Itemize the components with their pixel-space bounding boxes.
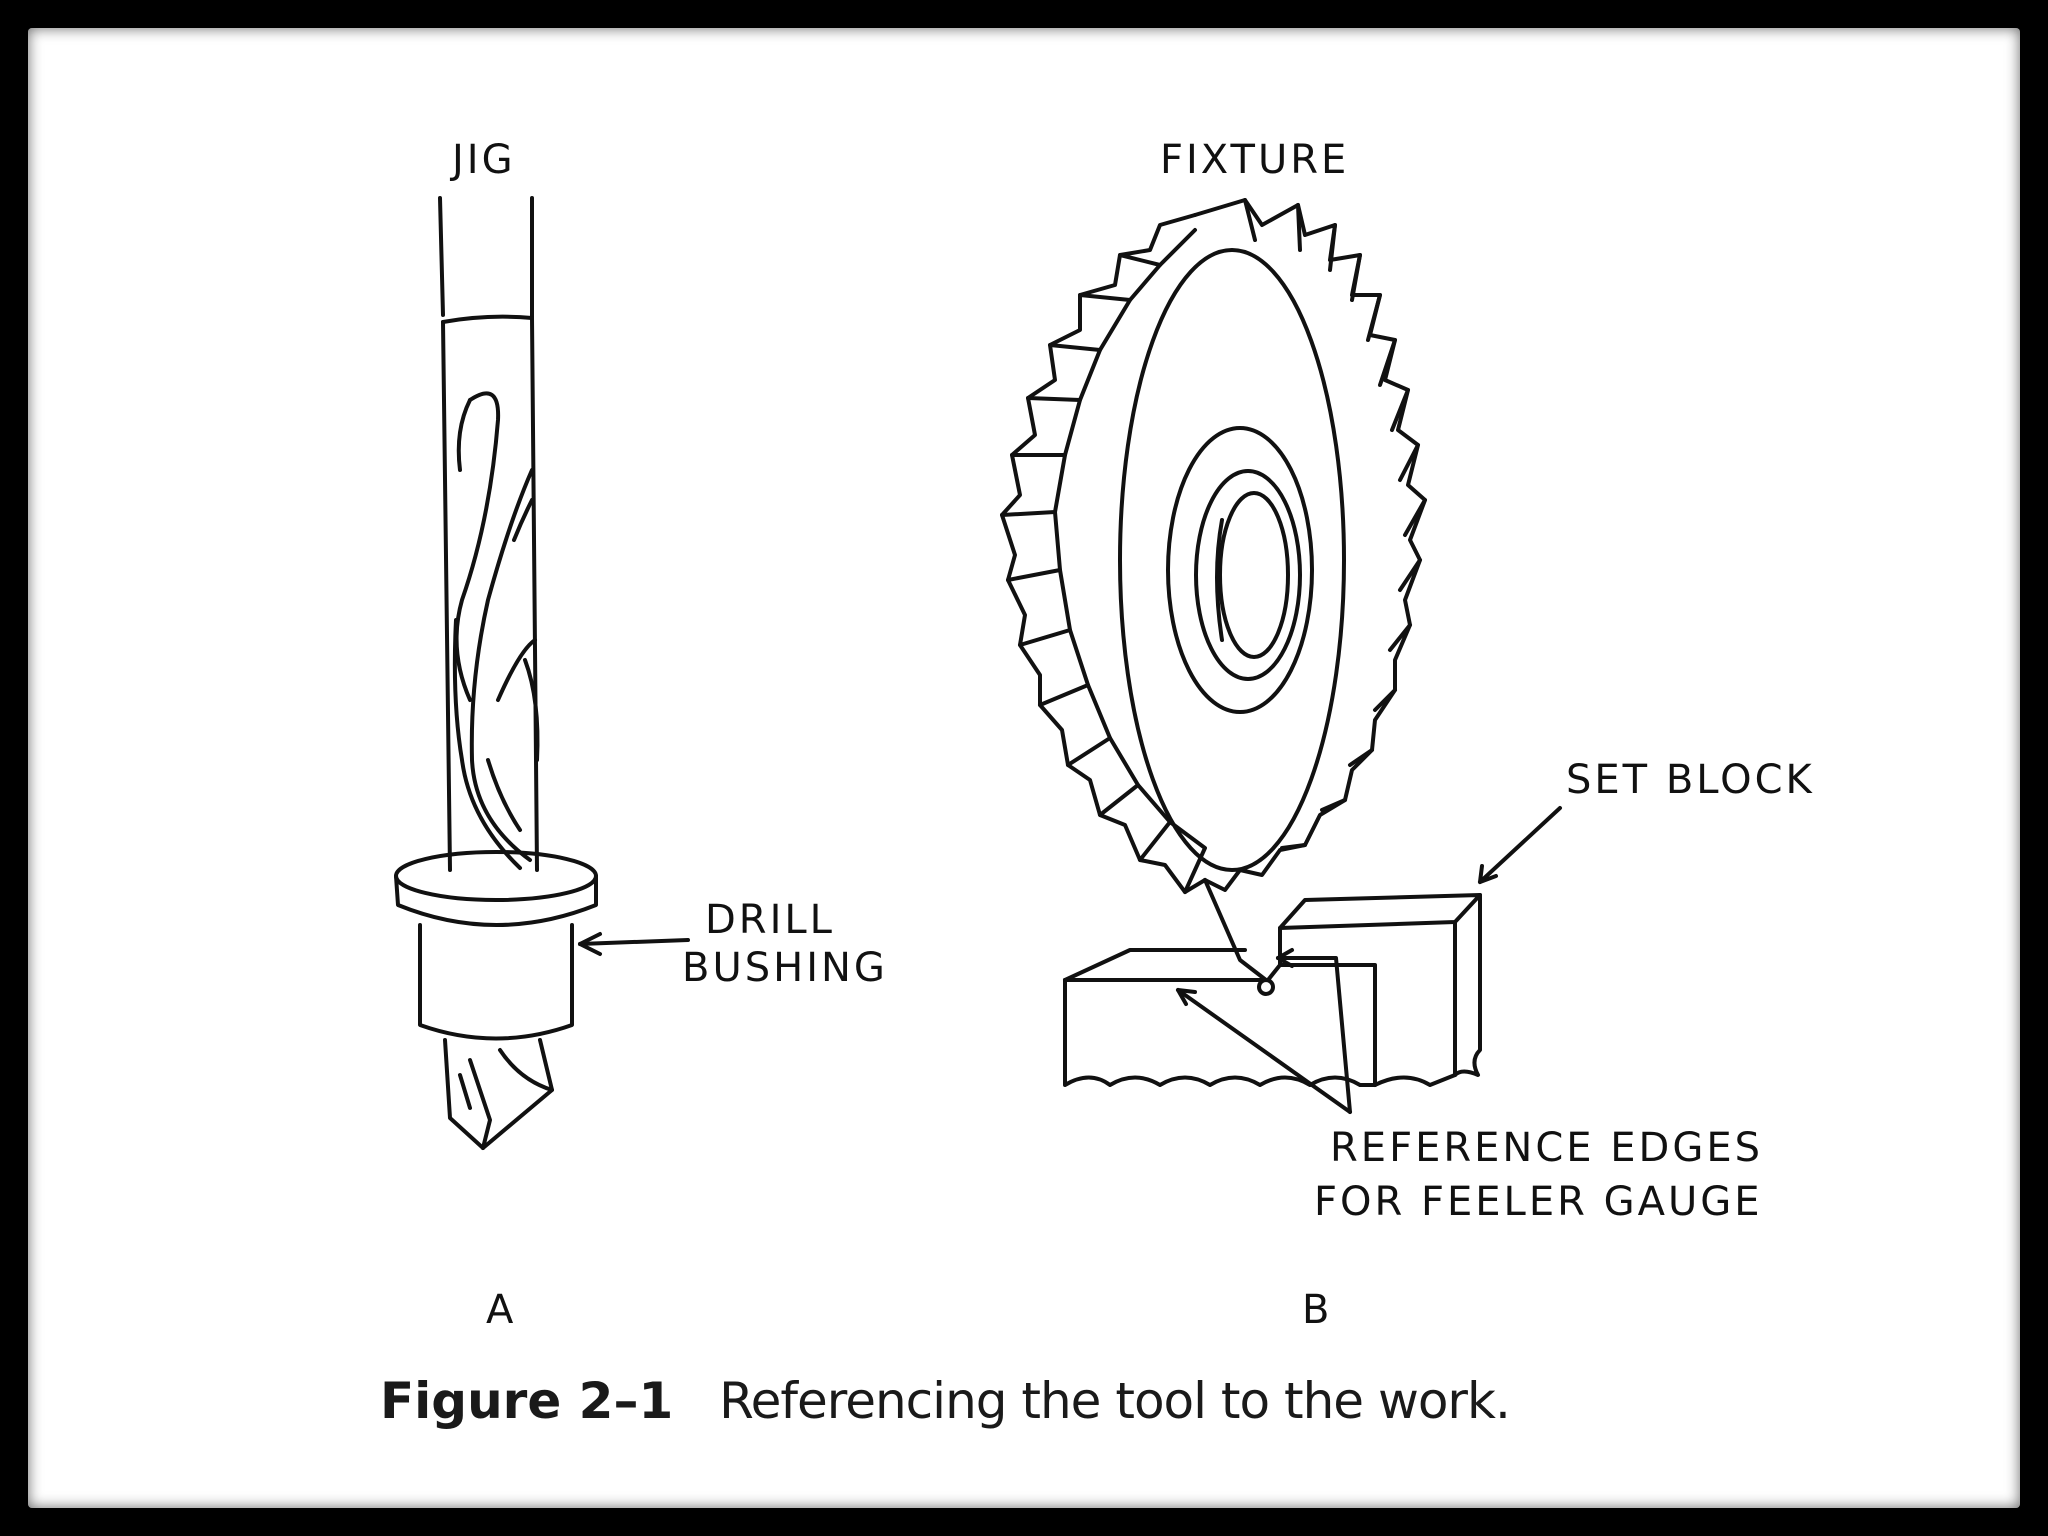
label-drill-bushing-line1: DRILL (705, 897, 835, 943)
figure-number: Figure 2–1 (380, 1372, 674, 1430)
label-panel-a: A (486, 1287, 517, 1333)
label-panel-b: B (1302, 1287, 1333, 1333)
label-fixture: FIXTURE (1160, 137, 1350, 183)
figure-caption-text: Referencing the tool to the work. (719, 1372, 1511, 1430)
label-reference-edges-line2: FOR FEELER GAUGE (1314, 1179, 1763, 1225)
drill-bit-illustration (438, 196, 540, 872)
set-block-illustration (1063, 878, 1482, 1087)
label-set-block: SET BLOCK (1566, 757, 1815, 803)
label-jig: JIG (452, 137, 516, 183)
drill-bushing-illustration (394, 850, 690, 1041)
drill-tip-illustration (443, 1038, 554, 1150)
figure-frame (28, 28, 2020, 1508)
label-reference-edges-line1: REFERENCE EDGES (1330, 1125, 1763, 1171)
label-drill-bushing-line2: BUSHING (682, 945, 888, 991)
figure-caption: Figure 2–1 Referencing the tool to the w… (380, 1372, 1511, 1430)
milling-cutter-illustration (1000, 198, 1427, 894)
leader-lines (1176, 806, 1562, 1114)
